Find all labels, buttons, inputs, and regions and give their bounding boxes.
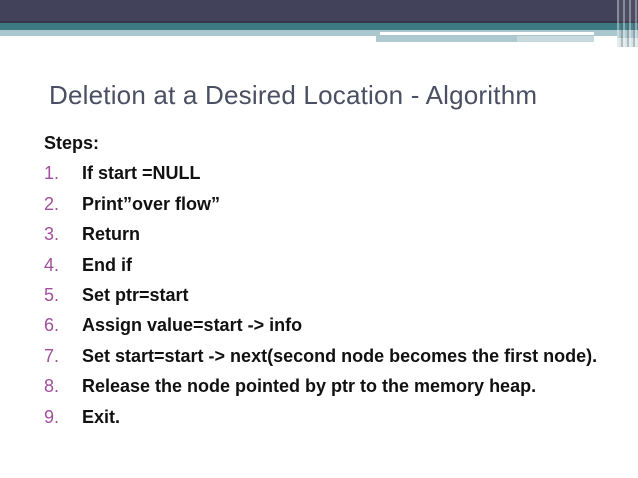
header-extension-bar-light — [517, 36, 594, 42]
slide-title: Deletion at a Desired Location - Algorit… — [49, 80, 538, 110]
step-text: Release the node pointed by ptr to the m… — [82, 376, 537, 397]
step-number: 7. — [44, 345, 60, 366]
step-text: Set start=start -> next(second node beco… — [82, 345, 598, 366]
step-text: End if — [82, 254, 132, 275]
step-number: 4. — [44, 254, 60, 275]
step-item: 3. Return — [44, 219, 602, 249]
step-text: Set ptr=start — [82, 285, 189, 306]
step-item: 4. End if — [44, 250, 602, 280]
step-item: 6. Assign value=start -> info — [44, 310, 602, 340]
step-item: 9. Exit. — [44, 402, 602, 432]
header-white-accent-line — [380, 32, 594, 35]
header-extension-bar — [376, 36, 517, 42]
step-item: 1. If start =NULL — [44, 158, 602, 188]
step-number: 6. — [44, 315, 60, 336]
step-number: 8. — [44, 376, 60, 397]
step-text: Assign value=start -> info — [82, 315, 303, 336]
step-item: 5. Set ptr=start — [44, 280, 602, 310]
slide-body: Steps: 1. If start =NULL 2. Print”over flow… — [44, 128, 604, 432]
step-text: If start =NULL — [82, 163, 201, 184]
step-number: 2. — [44, 193, 60, 214]
step-item: 2. Print”over flow” — [44, 189, 602, 219]
step-number: 5. — [44, 285, 60, 306]
step-text: Return — [82, 224, 140, 245]
step-item: 7. Set start=start -> next(second node be… — [44, 341, 602, 371]
step-number: 9. — [44, 406, 60, 427]
header-band-navy-line — [0, 21, 638, 23]
header-band-pale-teal — [0, 30, 638, 36]
step-text: Print”over flow” — [82, 193, 221, 214]
step-number: 3. — [44, 224, 60, 245]
header-corner-stripes — [617, 0, 638, 47]
steps-heading: Steps: — [44, 133, 100, 153]
header-band-dark — [0, 0, 638, 21]
steps-list: 1. If start =NULL 2. Print”over flow” 3. Retu… — [44, 158, 602, 432]
step-number: 1. — [44, 163, 60, 184]
header-band-teal — [0, 23, 638, 30]
step-item: 8. Release the node pointed by ptr to the… — [44, 371, 602, 401]
step-text: Exit. — [82, 406, 121, 427]
